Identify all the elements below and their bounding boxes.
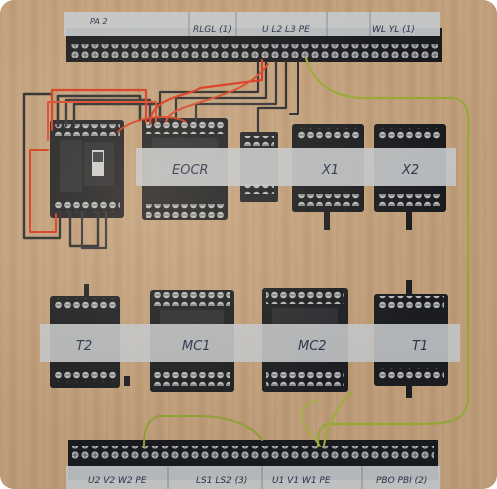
circuit-breaker bbox=[50, 120, 124, 218]
bottom-label-pbo-pbi: PBO PBI (2) bbox=[376, 476, 427, 486]
bottom-terminal-strip: U2 V2 W2 PE LS1 LS2 (3) U1 V1 W1 PE PBO … bbox=[66, 440, 440, 489]
bottom-label-ls1-ls2: LS1 LS2 (3) bbox=[196, 476, 247, 486]
tape-row-lower: T2 MC1 MC2 T1 bbox=[40, 324, 460, 362]
top-label-rlgl: RLGL (1) bbox=[193, 25, 232, 35]
label-t1: T1 bbox=[412, 339, 428, 354]
label-t2: T2 bbox=[76, 339, 92, 354]
tape-row-upper: EOCR X1 X2 bbox=[136, 148, 456, 186]
label-mc1: MC1 bbox=[182, 339, 211, 354]
top-label-pa2: PA 2 bbox=[90, 17, 108, 26]
label-eocr: EOCR bbox=[172, 163, 209, 178]
bottom-label-u2-v2-w2-pe: U2 V2 W2 PE bbox=[88, 476, 147, 486]
label-x2: X2 bbox=[401, 163, 419, 178]
wiring bbox=[22, 56, 470, 448]
top-label-wlyl: WL YL (1) bbox=[372, 25, 415, 35]
top-terminal-strip: PA 2 RLGL (1) U L2 L3 PE WL YL (1) bbox=[64, 12, 442, 62]
top-label-u-l3-pe: U L2 L3 PE bbox=[262, 25, 310, 35]
label-mc2: MC2 bbox=[298, 339, 327, 354]
label-x1: X1 bbox=[321, 163, 339, 178]
bottom-label-u1-v1-w1-pe: U1 V1 W1 PE bbox=[272, 476, 331, 486]
